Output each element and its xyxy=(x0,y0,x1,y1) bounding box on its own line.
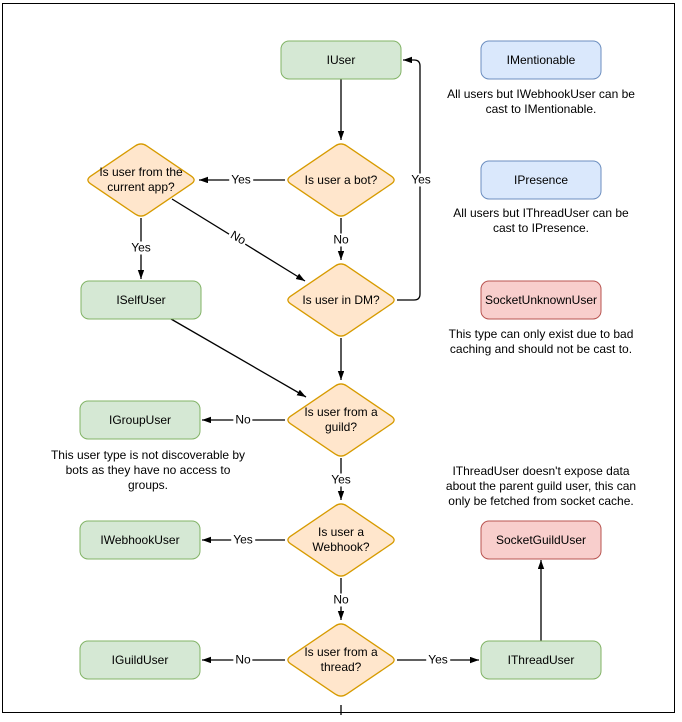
edge-label-fromthread-no: No xyxy=(233,652,253,667)
decision-line: Is user from the xyxy=(99,165,183,179)
note-line: All users but IThreadUser can be xyxy=(453,206,629,220)
note-line: bots as they have no access to xyxy=(65,463,231,477)
edge-label-isbot-yes: Yes xyxy=(229,172,253,187)
node-igroupuser-label: IGroupUser xyxy=(108,413,172,427)
note-line: This user type is not discoverable by xyxy=(50,448,246,462)
decision-line: Is user in DM? xyxy=(302,292,380,307)
decision-fromguild-label: Is user from a guild? xyxy=(285,382,397,458)
node-socketunknownuser-label: SocketUnknownUser xyxy=(484,293,598,307)
node-iuser-shape xyxy=(280,40,402,80)
node-iselfuser-shape xyxy=(80,280,202,320)
decision-isbot-label: Is user a bot? xyxy=(285,142,397,218)
note-line: only be fetched from socket cache. xyxy=(448,494,634,508)
node-imentionable-shape xyxy=(480,40,602,80)
node-ipresence-shape xyxy=(480,160,602,200)
note-line: about the parent guild user, this can xyxy=(445,479,637,493)
edge-label-fromguild-no: No xyxy=(233,412,253,427)
edge-label-fromthread-yes: Yes xyxy=(426,652,450,667)
node-iwebhookuser-label: IWebhookUser xyxy=(100,533,180,547)
edge-iselfuser-to-fromguild xyxy=(170,318,307,398)
note-line: cast to IMentionable. xyxy=(485,102,597,116)
note-line: cast to IPresence. xyxy=(492,221,590,235)
node-iselfuser-label: ISelfUser xyxy=(116,293,166,307)
node-imentionable-label: IMentionable xyxy=(506,53,576,67)
decision-line: Is user a xyxy=(317,525,365,539)
node-ipresence-label: IPresence xyxy=(513,173,569,187)
decision-line: Is user from a xyxy=(304,645,378,659)
socketunknownuser-note: This type can only exist due to bad cach… xyxy=(441,327,641,357)
edge-label-currentapp-yes: Yes xyxy=(129,240,153,255)
ithreaduser-note: IThreadUser doesn't expose data about th… xyxy=(441,464,641,509)
node-iguilduser-label: IGuildUser xyxy=(111,653,169,667)
node-socketunknownuser-shape xyxy=(480,280,602,320)
decision-line: thread? xyxy=(320,660,362,674)
node-igroupuser-shape xyxy=(79,400,201,440)
decision-fromthread-label: Is user from a thread? xyxy=(285,622,397,698)
edge-label-fromguild-yes: Yes xyxy=(329,472,353,487)
decision-line: guild? xyxy=(324,420,358,434)
decision-currentapp-label: Is user from the current app? xyxy=(85,142,197,218)
note-line: IThreadUser doesn't expose data xyxy=(452,464,630,478)
note-line: groups. xyxy=(127,478,169,492)
node-socketguilduser-shape xyxy=(480,520,602,560)
node-ithreaduser-shape xyxy=(480,640,602,680)
note-line: This type can only exist due to bad xyxy=(448,327,634,341)
node-iuser-label: IUser xyxy=(326,53,356,67)
edge-label-indm-yes: Yes xyxy=(409,172,433,187)
edge-label-iswebhook-yes: Yes xyxy=(231,532,255,547)
node-socketguilduser-label: SocketGuildUser xyxy=(495,533,587,547)
imentionable-note: All users but IWebhookUser can be cast t… xyxy=(441,87,641,117)
note-line: caching and should not be cast to. xyxy=(449,342,633,356)
decision-iswebhook-label: Is user a Webhook? xyxy=(285,502,397,578)
note-line: All users but IWebhookUser can be xyxy=(447,87,635,101)
page-border xyxy=(2,3,675,713)
decision-line: Is user a bot? xyxy=(304,172,378,187)
edge-label-iswebhook-no: No xyxy=(331,592,351,607)
node-iguilduser-shape xyxy=(79,640,201,680)
decision-line: current app? xyxy=(107,180,175,194)
decision-indm-label: Is user in DM? xyxy=(285,262,397,338)
node-ithreaduser-label: IThreadUser xyxy=(507,653,575,667)
decision-line: Webhook? xyxy=(312,540,370,554)
node-iwebhookuser-shape xyxy=(79,520,201,560)
igroupuser-note: This user type is not discoverable by bo… xyxy=(40,448,256,493)
ipresence-note: All users but IThreadUser can be cast to… xyxy=(441,206,641,236)
decision-line: Is user from a xyxy=(304,405,378,419)
edge-label-isbot-no: No xyxy=(331,232,351,247)
